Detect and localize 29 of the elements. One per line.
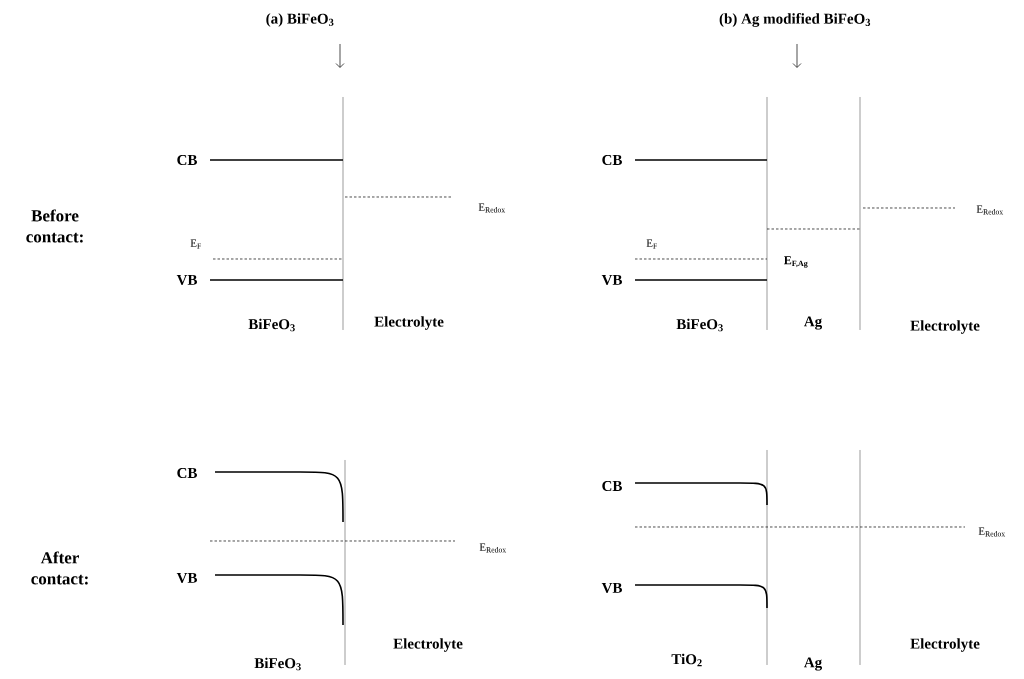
region-label: Ag [804, 657, 823, 671]
panel-heading: (b) Ag modified BiFeO$_{3}$ [719, 13, 871, 27]
region-label: Ag [804, 316, 823, 330]
row-heading: Before contact: [26, 209, 83, 243]
panel-heading: (a) BiFeO$_{3}$ [266, 13, 334, 27]
region-label: TiO$_{2}$ [671, 653, 702, 667]
level-label: E$_{Redox}$ [976, 205, 1004, 215]
row-heading: After contact: [31, 551, 88, 585]
region-label: BiFeO$_{3}$ [248, 318, 295, 332]
band-label: CB [177, 467, 197, 479]
band-label: VB [601, 275, 622, 285]
level-label: E$_{Redox}$ [478, 203, 506, 213]
band-label: CB [602, 480, 622, 492]
level-label: E$_{F,Ag}$ [784, 256, 808, 268]
level-label: E$_{Redox}$ [978, 527, 1006, 537]
band-label: VB [601, 582, 622, 593]
band-label: CB [602, 154, 622, 166]
region-label: Electrolyte [374, 316, 444, 330]
level-label: E$_{Redox}$ [479, 543, 507, 553]
band-label: CB [177, 154, 197, 166]
level-label: E$_{F}$ [190, 239, 201, 249]
level-label: E$_{F}$ [646, 239, 657, 249]
region-label: BiFeO$_{3}$ [676, 318, 723, 332]
region-label: Electrolyte [910, 638, 980, 652]
region-label: Electrolyte [393, 638, 463, 652]
band-label: VB [176, 572, 197, 583]
region-label: BiFeO$_{3}$ [254, 657, 301, 671]
band-label: VB [176, 275, 197, 285]
region-label: Electrolyte [910, 320, 980, 334]
